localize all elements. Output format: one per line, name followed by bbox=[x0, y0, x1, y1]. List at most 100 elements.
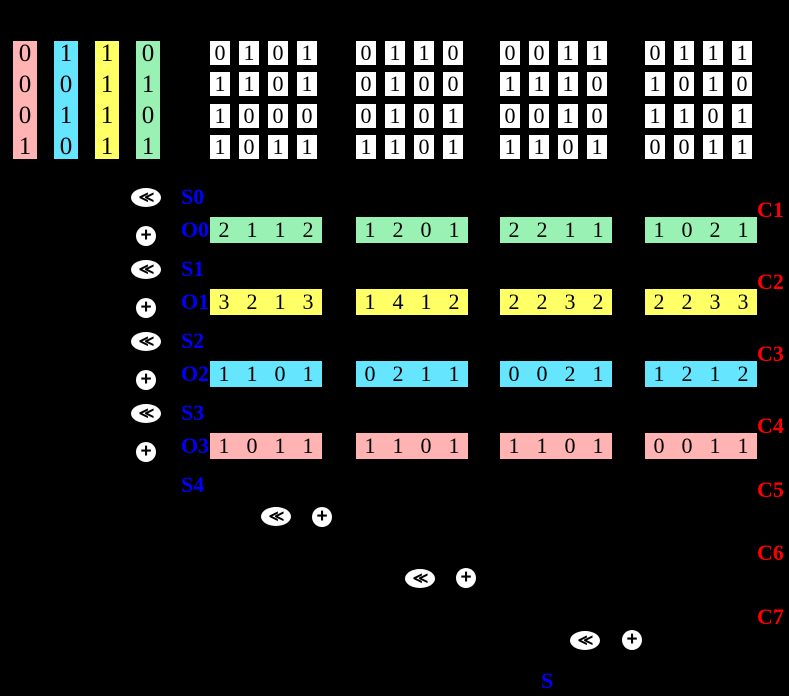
key-column-2-bit-0: 1 bbox=[100, 40, 114, 67]
bit-cell-g0-r1-c3: 1 bbox=[297, 72, 317, 96]
bit-cell-g1-r1-c0: 0 bbox=[356, 72, 376, 96]
operand-value-O2-g2-1: 0 bbox=[536, 361, 548, 386]
operand-value-O0-g3-2: 2 bbox=[709, 217, 721, 242]
bit-cell-g3-r1-c2: 1 bbox=[703, 72, 723, 96]
bit-cell-g1-r1-c2: 0 bbox=[414, 72, 434, 96]
bit-cell-g2-r1-c2: 1 bbox=[558, 72, 578, 96]
bit-cell-g1-r2-c0: 0 bbox=[356, 104, 376, 128]
add-icon-4[interactable]: + bbox=[312, 507, 332, 527]
operand-value-O2-g2-2: 2 bbox=[564, 361, 576, 386]
operand-value-O1-g2-0: 2 bbox=[508, 289, 520, 314]
shift-left-icon-6[interactable]: ≪ bbox=[570, 631, 600, 650]
shift-left-icon-4[interactable]: ≪ bbox=[261, 507, 291, 526]
shift-left-icon-2[interactable]: ≪ bbox=[131, 332, 161, 351]
operand-value-O3-g2-1: 1 bbox=[536, 433, 548, 458]
bit-cell-g1-r3-c3: 1 bbox=[443, 135, 463, 159]
add-icon-5[interactable]: + bbox=[456, 568, 476, 588]
key-column-1-bit-1: 0 bbox=[59, 71, 73, 98]
operand-value-O1-g1-1: 4 bbox=[392, 289, 404, 314]
state-label-S4: S4 bbox=[181, 472, 205, 497]
bit-cell-g0-r3-c2: 1 bbox=[268, 135, 288, 159]
operand-value-O3-g0-2: 1 bbox=[274, 433, 286, 458]
bit-cell-g3-r3-c3: 1 bbox=[732, 135, 752, 159]
add-icon-0[interactable]: + bbox=[136, 226, 156, 246]
operand-value-O0-g0-3: 2 bbox=[302, 217, 314, 242]
key-column-3-bit-1: 1 bbox=[141, 71, 155, 98]
shift-left-icon-1[interactable]: ≪ bbox=[131, 260, 161, 279]
shift-left-icon-0[interactable]: ≪ bbox=[131, 188, 161, 207]
operand-value-O1-g2-1: 2 bbox=[536, 289, 548, 314]
bit-cell-g2-r0-c2: 1 bbox=[558, 41, 578, 65]
operand-value-O0-g3-3: 1 bbox=[737, 217, 749, 242]
bit-cell-g2-r3-c2: 0 bbox=[558, 135, 578, 159]
operand-value-O0-g2-0: 2 bbox=[508, 217, 520, 242]
operand-value-O0-g3-1: 0 bbox=[681, 217, 693, 242]
operand-value-O2-g2-3: 1 bbox=[592, 361, 604, 386]
bit-cell-g3-r1-c1: 0 bbox=[674, 72, 694, 96]
key-column-1-bit-0: 1 bbox=[59, 40, 73, 67]
bit-cell-g0-r0-c2: 0 bbox=[268, 41, 288, 65]
shift-left-icon-5[interactable]: ≪ bbox=[405, 569, 435, 588]
operand-value-O1-g0-3: 3 bbox=[302, 289, 314, 314]
add-icon-3[interactable]: + bbox=[136, 442, 156, 462]
bit-cell-g2-r2-c2: 1 bbox=[558, 104, 578, 128]
bit-cell-g2-r0-c3: 1 bbox=[587, 41, 607, 65]
key-column-1-bit-3: 0 bbox=[59, 133, 73, 160]
bit-cell-g2-r0-c1: 0 bbox=[529, 41, 549, 65]
key-column-3-bit-2: 0 bbox=[141, 102, 155, 129]
operand-value-O1-g0-2: 1 bbox=[274, 289, 286, 314]
bit-cell-g0-r1-c1: 1 bbox=[239, 72, 259, 96]
bit-cell-g0-r1-c2: 0 bbox=[268, 72, 288, 96]
state-label-S: S bbox=[541, 668, 554, 693]
operand-row-label-O1: O1 bbox=[181, 289, 210, 314]
operand-value-O0-g2-3: 1 bbox=[592, 217, 604, 242]
bit-cell-g0-r3-c3: 1 bbox=[297, 135, 317, 159]
bit-cell-g3-r2-c0: 1 bbox=[645, 104, 665, 128]
carry-label-C1: C1 bbox=[757, 197, 784, 222]
operand-value-O2-g2-0: 0 bbox=[508, 361, 520, 386]
operand-value-O3-g3-1: 0 bbox=[681, 433, 693, 458]
operand-value-O1-g2-2: 3 bbox=[564, 289, 576, 314]
operand-value-O0-g3-0: 1 bbox=[653, 217, 665, 242]
add-icon-6[interactable]: + bbox=[622, 630, 642, 650]
operand-value-O1-g3-2: 3 bbox=[709, 289, 721, 314]
operand-value-O2-g0-1: 1 bbox=[246, 361, 258, 386]
bit-cell-g2-r1-c0: 1 bbox=[500, 72, 520, 96]
operand-value-O1-g1-0: 1 bbox=[364, 289, 376, 314]
bit-cell-g3-r0-c2: 1 bbox=[703, 41, 723, 65]
bit-cell-g0-r2-c3: 0 bbox=[297, 104, 317, 128]
operand-value-O1-g2-3: 2 bbox=[592, 289, 604, 314]
bit-cell-g0-r0-c0: 0 bbox=[210, 41, 230, 65]
shift-left-icon-3[interactable]: ≪ bbox=[131, 404, 161, 423]
add-icon-1[interactable]: + bbox=[136, 298, 156, 318]
bit-cell-g2-r2-c0: 0 bbox=[500, 104, 520, 128]
bit-cell-g1-r3-c0: 1 bbox=[356, 135, 376, 159]
operand-value-O3-g1-0: 1 bbox=[364, 433, 376, 458]
operand-value-O2-g1-0: 0 bbox=[364, 361, 376, 386]
operand-value-O0-g1-1: 2 bbox=[392, 217, 404, 242]
bit-cell-g2-r2-c3: 0 bbox=[587, 104, 607, 128]
operand-value-O1-g3-3: 3 bbox=[737, 289, 749, 314]
operand-value-O3-g0-0: 1 bbox=[218, 433, 230, 458]
bit-cell-g1-r2-c2: 0 bbox=[414, 104, 434, 128]
bit-cell-g0-r2-c1: 0 bbox=[239, 104, 259, 128]
operand-value-O1-g0-0: 3 bbox=[218, 289, 230, 314]
bit-cell-g1-r0-c2: 1 bbox=[414, 41, 434, 65]
bit-cell-g2-r3-c3: 1 bbox=[587, 135, 607, 159]
bit-cell-g3-r3-c0: 0 bbox=[645, 135, 665, 159]
bit-cell-g0-r2-c2: 0 bbox=[268, 104, 288, 128]
add-icon-2[interactable]: + bbox=[136, 370, 156, 390]
operand-value-O3-g1-3: 1 bbox=[448, 433, 460, 458]
operand-value-O2-g1-3: 1 bbox=[448, 361, 460, 386]
bit-cell-g0-r3-c1: 0 bbox=[239, 135, 259, 159]
bit-cell-g0-r2-c0: 1 bbox=[210, 104, 230, 128]
carry-label-C5: C5 bbox=[757, 477, 784, 502]
